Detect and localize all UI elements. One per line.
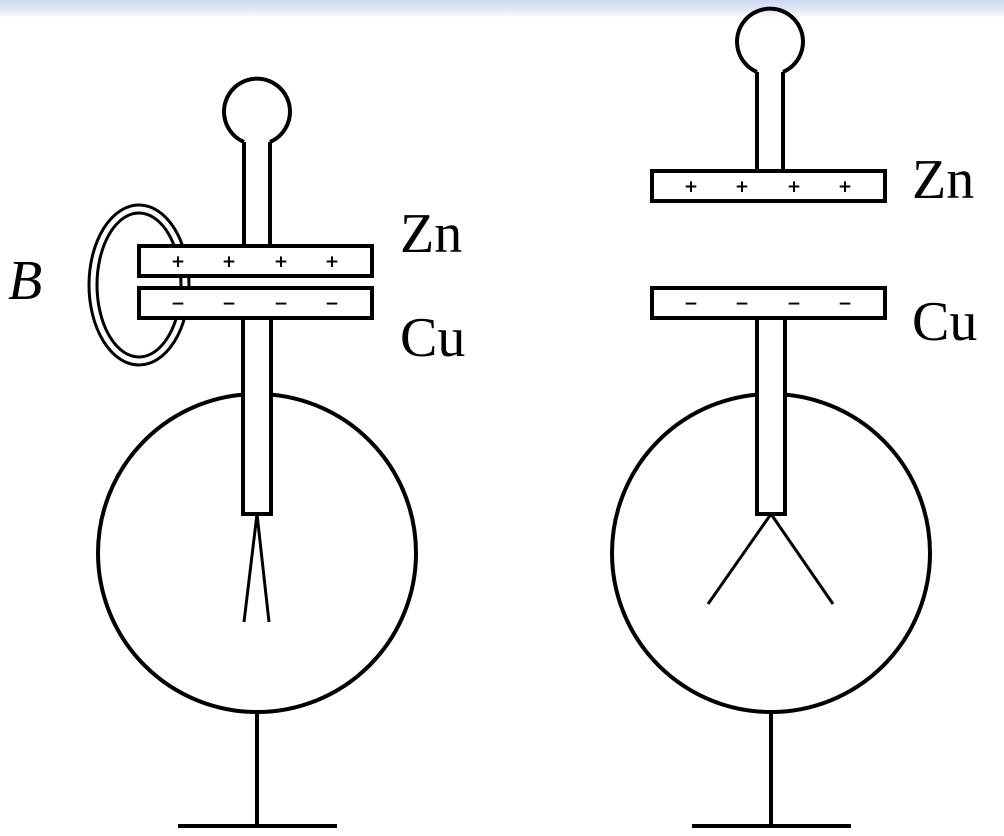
right-cu-plate [650, 286, 887, 320]
right-cu-signs: − − − − [684, 294, 852, 314]
left-cu-signs: − − − − [171, 294, 339, 314]
left-ring-outer [87, 203, 191, 367]
right-cu-sign: − [787, 294, 801, 314]
left-cu-sign: − [274, 294, 288, 314]
right-zn-signs: + + + + [684, 177, 852, 197]
right-zn-sign: + [787, 177, 801, 197]
right-cu-sign: − [735, 294, 749, 314]
right-zn-plate [650, 169, 887, 203]
right-electroscope [610, 6, 932, 828]
left-stand [178, 712, 337, 828]
right-leaves [706, 513, 835, 605]
left-ring-inner [95, 211, 183, 359]
right-zn-sign: + [838, 177, 852, 197]
left-zn-plate [137, 244, 374, 278]
right-cu-sign: − [684, 294, 698, 314]
left-cu-sign: − [222, 294, 236, 314]
right-cu-sign: − [838, 294, 852, 314]
left-zn-label: Zn [400, 203, 462, 265]
left-zn-sign: + [274, 252, 288, 272]
left-zn-sign: + [171, 252, 185, 272]
ring-b-label: B [8, 250, 42, 312]
left-zn-signs: + + + + [171, 252, 339, 272]
left-cu-sign: − [171, 294, 185, 314]
right-zn-label: Zn [912, 149, 974, 211]
left-zn-sign: + [325, 252, 339, 272]
right-zn-sign: + [684, 177, 698, 197]
right-rod [755, 316, 787, 516]
left-electroscope [87, 76, 418, 828]
right-cu-label: Cu [912, 291, 977, 353]
right-stand [692, 712, 851, 828]
left-zn-sign: + [222, 252, 236, 272]
right-handle [735, 6, 805, 171]
left-rod [241, 316, 273, 516]
left-leaves [242, 513, 271, 623]
left-cu-sign: − [325, 294, 339, 314]
left-handle [222, 76, 292, 246]
right-zn-sign: + [735, 177, 749, 197]
left-cu-label: Cu [400, 307, 465, 369]
